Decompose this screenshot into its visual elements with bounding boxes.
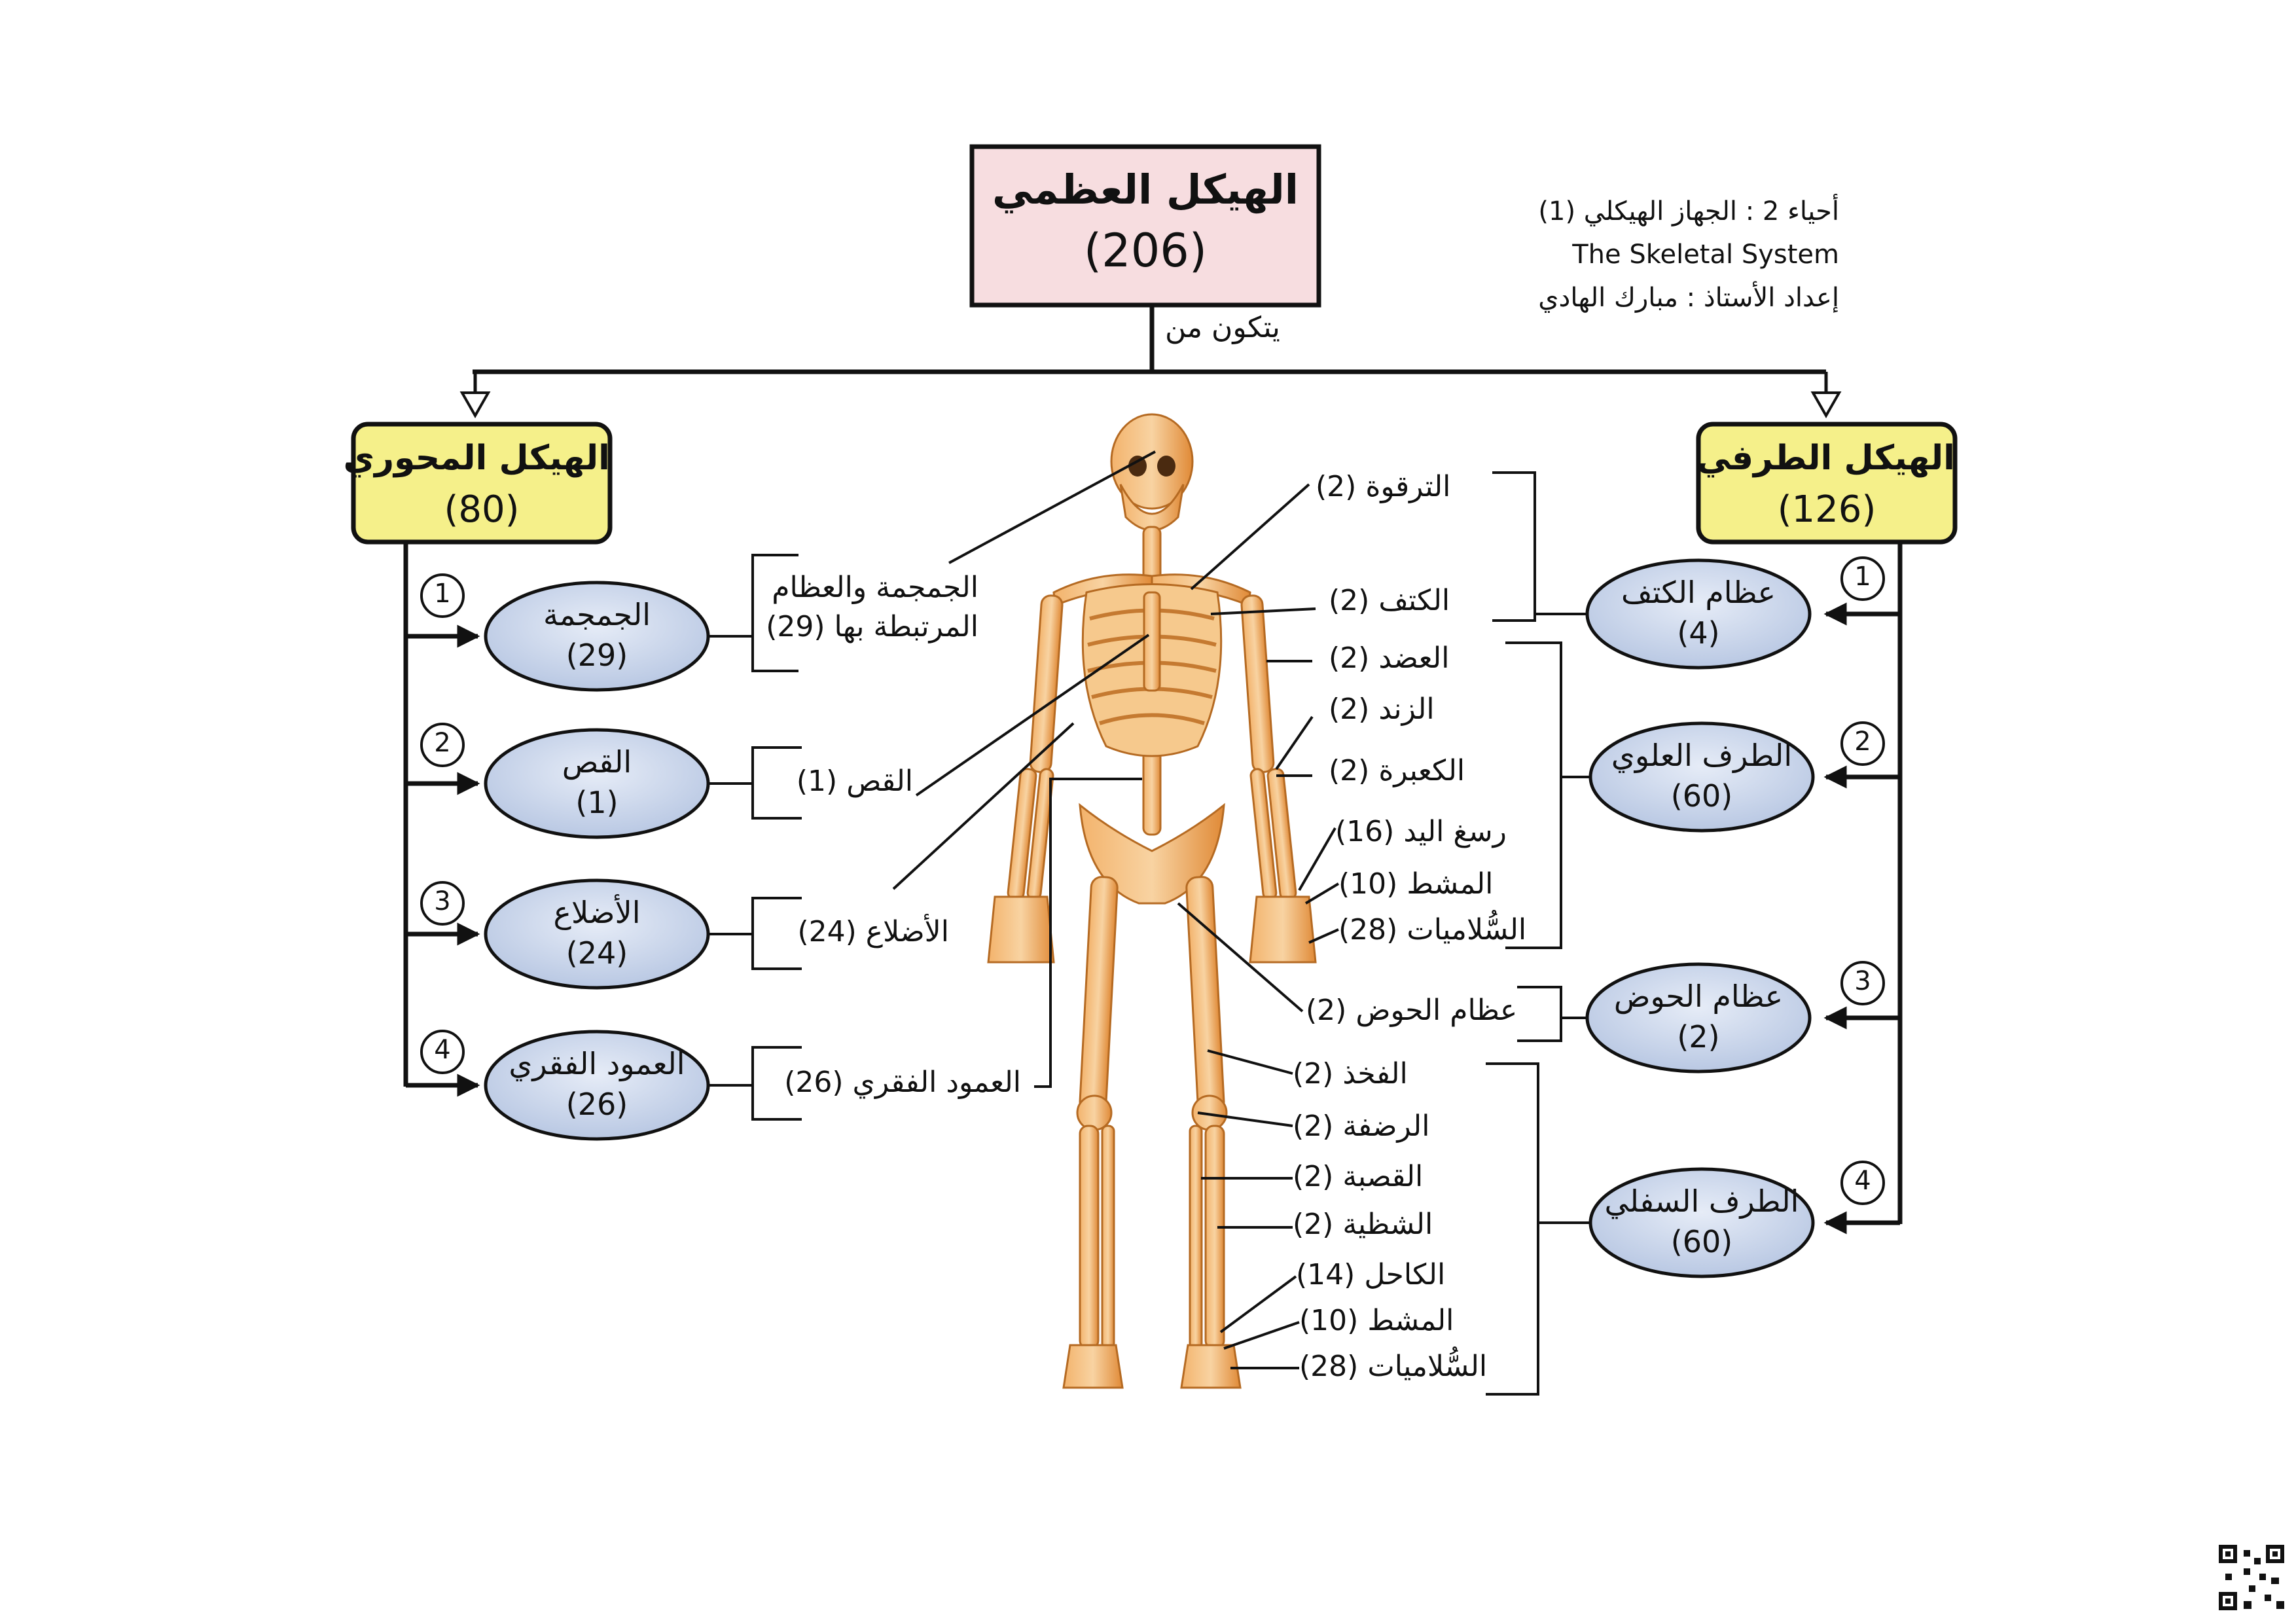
oval-sternum-label: القص (1) <box>486 742 708 823</box>
root-label: الهيكل العظمي (206) <box>972 160 1319 282</box>
bone-scapula: الكتف (2) <box>1329 584 1450 617</box>
skeleton-illustration <box>987 413 1317 1389</box>
bone-hand-phalanges: السُّلاميات (28) <box>1338 913 1527 947</box>
bone-clavicle: الترقوة (2) <box>1316 470 1451 503</box>
vertebral-count: (26) <box>565 1087 628 1122</box>
skull-count: (29) <box>565 638 628 673</box>
appendicular-count: (126) <box>1777 488 1876 531</box>
lower-limb-name: الطرف السفلي <box>1604 1183 1799 1219</box>
skull-desc-line2: المرتبطة بها (29) <box>766 610 978 643</box>
ribs-count: (24) <box>565 935 628 971</box>
bone-radius: الكعبرة (2) <box>1329 754 1465 787</box>
arrow-to-appendicular <box>1810 372 1842 419</box>
axial-box <box>351 422 613 545</box>
oval-upper-limb-label: الطرف العلوي (60) <box>1590 735 1813 816</box>
bone-foot-phalanges: السُّلاميات (28) <box>1299 1350 1488 1383</box>
bone-tibia: القصبة (2) <box>1293 1160 1424 1193</box>
skull-desc: الجمجمة والعظام المرتبطة بها (29) <box>753 568 978 647</box>
upper-limb-count: (60) <box>1670 778 1733 814</box>
pelvic-name: عظام الحوض <box>1613 979 1784 1014</box>
bone-patella: الرضفة (2) <box>1293 1110 1430 1143</box>
root-title: الهيكل العظمي <box>992 166 1299 213</box>
axial-label: الهيكل المحوري (80) <box>343 432 610 535</box>
bone-femur: الفخذ (2) <box>1293 1057 1408 1091</box>
oval-vertebral-label: العمود الفقري (26) <box>486 1043 708 1125</box>
oval-ribs-label: الأضلاع (24) <box>486 892 708 973</box>
bone-ulna: الزند (2) <box>1329 693 1435 726</box>
oval-lower-limb-label: الطرف السفلي (60) <box>1590 1181 1813 1262</box>
bone-metacarpals: المشط (10) <box>1338 867 1494 901</box>
ribs-desc: الأضلاع (24) <box>797 915 949 948</box>
qr-code <box>2219 1545 2284 1610</box>
shoulder-name: عظام الكتف <box>1621 575 1776 610</box>
appendicular-title: الهيكل الطرفي <box>1696 439 1955 478</box>
root-edge-label: يتكون من <box>1165 311 1280 344</box>
sternum-desc: القص (1) <box>796 765 913 798</box>
header-line3: إعداد الأستاذ : مبارك الهادي <box>1538 283 1839 313</box>
sternum-count: (1) <box>575 785 619 820</box>
header-info: أحياء 2 : الجهاز الهيكلي (1) The Skeleta… <box>1473 190 1839 319</box>
bone-carpals: رسغ اليد (16) <box>1335 815 1507 848</box>
skull-name: الجمجمة <box>543 597 651 632</box>
axial-count: (80) <box>444 488 520 531</box>
oval-shoulder-label: عظام الكتف (4) <box>1587 572 1810 653</box>
root-count: (206) <box>1083 224 1208 278</box>
upper-limb-name: الطرف العلوي <box>1611 738 1793 773</box>
bone-metatarsals: المشط (10) <box>1299 1304 1454 1337</box>
oval-pelvic-label: عظام الحوض (2) <box>1587 976 1810 1057</box>
appendicular-box <box>1696 422 1958 545</box>
appendicular-num-1: 1 <box>1854 562 1871 592</box>
vertebral-name: العمود الفقري <box>509 1046 685 1081</box>
axial-num-2: 2 <box>434 728 451 758</box>
lower-limb-count: (60) <box>1670 1224 1733 1259</box>
skull-desc-line1: الجمجمة والعظام <box>772 571 978 604</box>
ribs-name: الأضلاع <box>553 895 641 930</box>
appendicular-label: الهيكل الطرفي (126) <box>1696 432 1955 535</box>
sternum-name: القص <box>562 744 632 780</box>
pelvic-count: (2) <box>1677 1019 1720 1055</box>
shoulder-count: (4) <box>1677 615 1720 651</box>
bone-hip: عظام الحوض (2) <box>1306 994 1518 1027</box>
axial-num-4: 4 <box>434 1035 451 1065</box>
bone-humerus: العضد (2) <box>1329 641 1450 675</box>
bone-fibula: الشظية (2) <box>1293 1208 1433 1241</box>
header-line2: The Skeletal System <box>1572 240 1839 270</box>
appendicular-num-3: 3 <box>1854 966 1871 996</box>
header-line1: أحياء 2 : الجهاز الهيكلي (1) <box>1538 196 1839 226</box>
bone-tarsals: الكاحل (14) <box>1296 1258 1446 1291</box>
axial-num-3: 3 <box>434 886 451 916</box>
oval-skull-label: الجمجمة (29) <box>486 594 708 676</box>
axial-title: الهيكل المحوري <box>343 439 610 478</box>
vertebral-desc: العمود الفقري (26) <box>784 1066 1021 1099</box>
appendicular-num-2: 2 <box>1854 727 1871 757</box>
root-box <box>969 144 1321 308</box>
appendicular-num-4: 4 <box>1854 1166 1871 1196</box>
arrow-to-axial <box>459 372 491 419</box>
axial-num-1: 1 <box>434 579 451 609</box>
